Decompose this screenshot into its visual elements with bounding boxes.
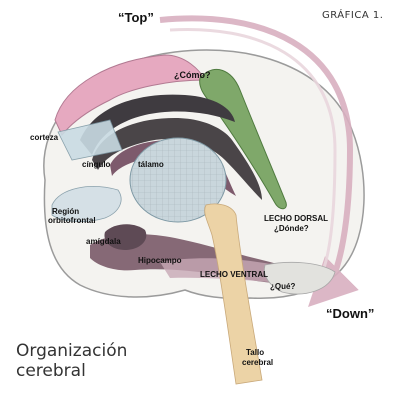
region-label-line1: Región [52,207,79,216]
lecho-ventral-label: LECHO VENTRAL [200,270,268,279]
hipocampo-label: Hipocampo [138,256,182,265]
caption-line2: cerebral [16,362,86,381]
caption-line1: Organización [16,342,127,361]
grafica-label: GRÁFICA 1. [322,10,383,21]
talamo-label: tálamo [138,160,164,169]
down-label: “Down” [326,306,374,321]
donde-label: ¿Dónde? [274,224,309,233]
como-label: ¿Cómo? [174,70,211,80]
tallo-label-line2: cerebral [242,358,273,367]
region-label-line2: orbitofrontal [48,216,96,225]
cingulo-label: cíngulo [82,160,110,169]
top-label: “Top” [118,10,154,25]
amigdala-label: amígdala [86,237,121,246]
corteza-label: corteza [30,133,58,142]
lecho-dorsal-label: LECHO DORSAL [264,214,328,223]
que-label: ¿Qué? [270,282,295,291]
tallo-label-line1: Tallo [246,348,264,357]
